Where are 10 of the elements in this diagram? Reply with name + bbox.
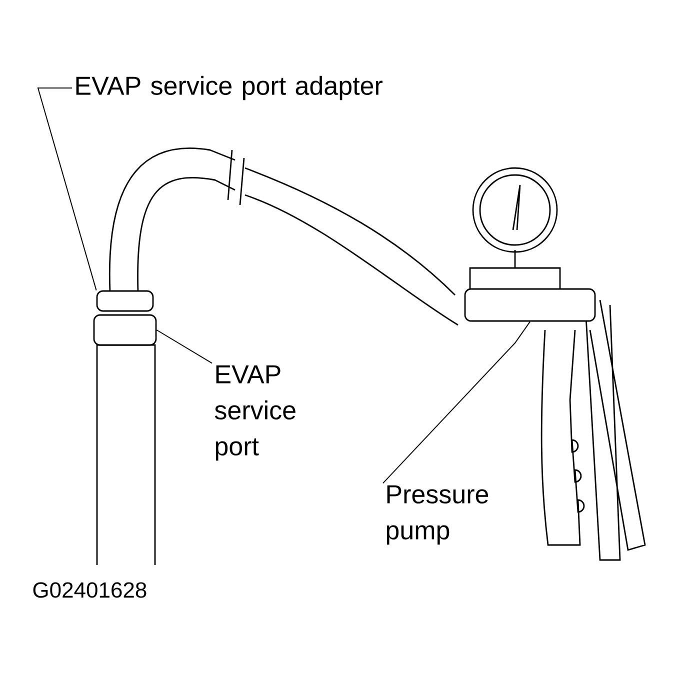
- callout-label: EVAP service port adapter: [76, 76, 382, 100]
- figure-code: G02401628: [33, 582, 146, 598]
- callout-label: EVAP service port: [214, 365, 296, 461]
- part-shape: [96, 290, 154, 312]
- part-shape: [464, 288, 596, 322]
- leader-line: [382, 321, 530, 484]
- callout-label: Pressure pump: [386, 485, 488, 545]
- part-shape: [93, 314, 157, 346]
- leader-line: [156, 330, 212, 364]
- leader-line: [37, 88, 97, 291]
